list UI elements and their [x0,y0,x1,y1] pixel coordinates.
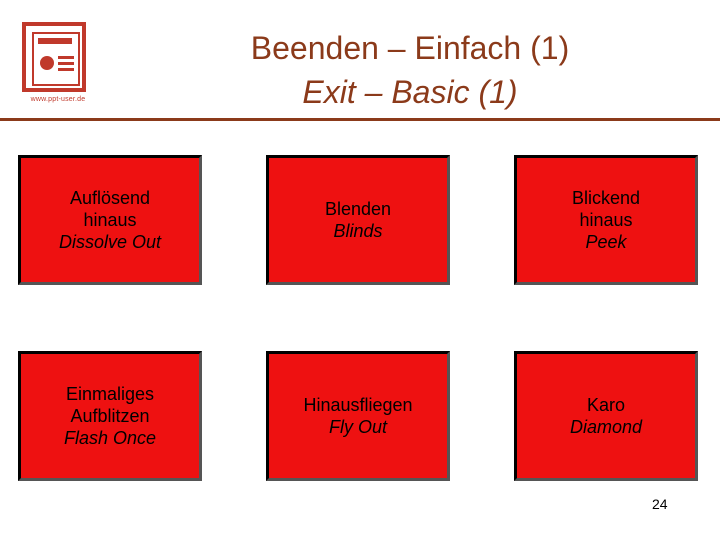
slide-title-german: Beenden – Einfach (1) [250,30,570,66]
slide-title-english: Exit – Basic (1) [302,74,518,110]
tile-dissolve-out[interactable]: Auflösend hinaus Dissolve Out [18,155,202,285]
tile-label-en: Flash Once [63,428,157,448]
tile-label-de: hinaus [579,210,633,230]
tile-label-de: hinaus [83,210,137,230]
logo-url: www.ppt-user.de [30,96,86,103]
ppt-user-logo: www.ppt-user.de [18,22,94,108]
presentation-icon [22,22,86,92]
tile-label-de: Auflösend [69,188,151,208]
tile-peek[interactable]: Blickend hinaus Peek [514,155,698,285]
tile-label-en: Dissolve Out [58,232,162,252]
tile-label-de: Karo [586,395,626,415]
tile-label-en: Fly Out [328,417,387,437]
tile-label-en: Blinds [333,221,383,241]
tile-label-de: Blickend [571,188,641,208]
tile-label-de: Aufblitzen [70,406,150,426]
title-divider [0,118,720,121]
tile-label-de: Einmaliges [65,384,155,404]
tile-label-en: Peek [585,232,627,252]
tile-diamond[interactable]: Karo Diamond [514,351,698,481]
tile-label-de: Blenden [324,199,392,219]
tile-blinds[interactable]: Blenden Blinds [266,155,450,285]
tile-label-en: Diamond [569,417,643,437]
tile-label-de: Hinausfliegen [303,395,413,415]
tile-flash-once[interactable]: Einmaliges Aufblitzen Flash Once [18,351,202,481]
page-number: 24 [652,496,668,512]
tile-fly-out[interactable]: Hinausfliegen Fly Out [266,351,450,481]
